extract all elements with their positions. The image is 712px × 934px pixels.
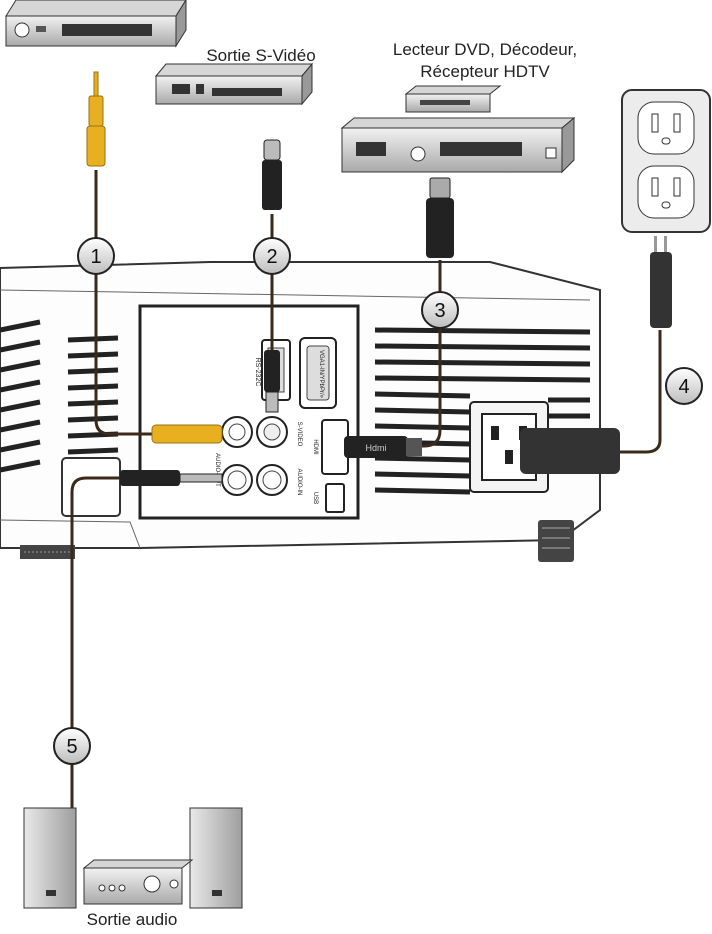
svideo-port — [256, 416, 288, 448]
power-inlet — [469, 401, 549, 493]
callout-2: 2 — [253, 237, 291, 275]
callout-4: 4 — [665, 367, 703, 405]
vga-port — [299, 337, 337, 409]
callout-3-number: 3 — [434, 300, 445, 322]
port-label-svideo: S-VIDEO — [296, 422, 302, 447]
audio-out-port — [221, 464, 253, 496]
right-vent-grille — [374, 327, 591, 495]
port-label-hdmi: HDMI — [312, 439, 318, 455]
dvd-player-device — [340, 85, 576, 174]
port-label-rs232: RS-232C — [254, 358, 261, 387]
dvd-receiver-label-line1: Lecteur DVD, Décodeur, — [392, 40, 578, 59]
projector-foot-right — [538, 520, 574, 562]
composite-video-port — [221, 416, 253, 448]
projector-foot-left — [20, 545, 75, 559]
callout-2-number: 2 — [266, 246, 277, 268]
composite-video-source-device — [5, 0, 187, 48]
audio-output-label: Sortie audio — [86, 910, 178, 929]
callout-4-number: 4 — [678, 376, 689, 398]
callout-5: 5 — [53, 727, 91, 765]
left-vent-grille — [0, 319, 119, 473]
svideo-output-label: Sortie S-Vidéo — [206, 46, 316, 65]
hdmi-cable: Hdmi — [344, 177, 454, 458]
callout-1-number: 1 — [90, 246, 101, 268]
port-label-audio-in: AUDIO-IN — [296, 469, 302, 496]
power-cable — [520, 236, 672, 474]
port-label-vga: VGA1-IN/YPbPr/» — [318, 350, 324, 399]
svideo-source-device — [154, 62, 314, 106]
audio-system-device — [23, 807, 243, 909]
port-label-audio-out: AUDIO-OUT — [214, 453, 220, 487]
callout-3: 3 — [421, 291, 459, 329]
port-label-usb: USB — [312, 492, 318, 504]
callout-1: 1 — [77, 237, 115, 275]
composite-video-cable — [86, 71, 223, 444]
audio-in-port — [256, 464, 288, 496]
wall-outlet — [621, 89, 711, 233]
lock-slot — [61, 457, 121, 517]
audio-cable — [70, 470, 223, 808]
callout-5-number: 5 — [66, 736, 77, 758]
hdmi-plug-label: Hdmi — [365, 443, 386, 453]
dvd-receiver-label-line2: Récepteur HDTV — [420, 62, 550, 81]
usb-port — [325, 483, 345, 513]
